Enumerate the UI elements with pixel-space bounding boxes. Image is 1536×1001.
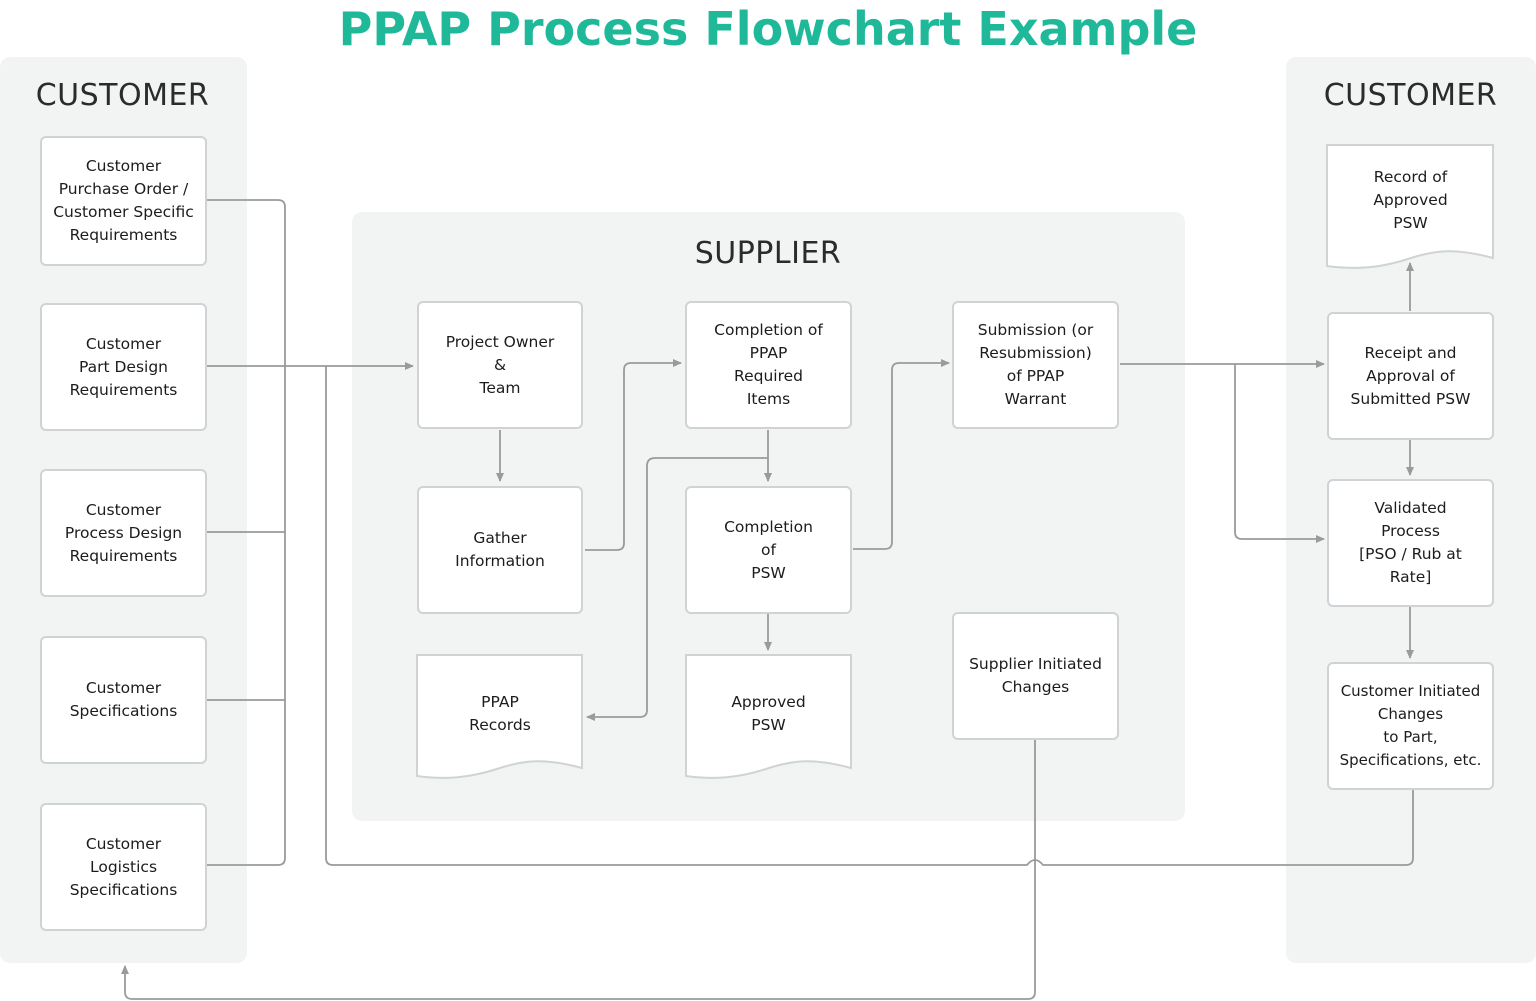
submission-warrant-box: Submission (or Resubmission) of PPAP War… — [952, 301, 1119, 429]
customer-specifications-box: Customer Specifications — [40, 636, 207, 764]
customer-initiated-changes-box: Customer Initiated Changes to Part, Spec… — [1327, 662, 1494, 790]
approved-psw-label: Approved PSW — [731, 693, 806, 734]
supplier-initiated-changes-box: Supplier Initiated Changes — [952, 612, 1119, 740]
connector-submission-to-validated — [1234, 364, 1325, 543]
page-title: PPAP Process Flowchart Example — [338, 2, 1198, 56]
customer-process-design-box: Customer Process Design Requirements — [40, 469, 207, 597]
supplier-lane-title: SUPPLIER — [694, 236, 842, 271]
connector-gather-to-completion-items — [585, 359, 682, 551]
gather-information-box: Gather Information — [417, 486, 583, 614]
project-owner-team-box: Project Owner & Team — [417, 301, 583, 429]
connector-supplier-changes-loop — [121, 740, 1036, 1000]
customer-logistics-box: Customer Logistics Specifications — [40, 803, 207, 931]
right-customer-lane-title: CUSTOMER — [1323, 78, 1498, 113]
ppap-records-shape — [416, 654, 583, 779]
record-approved-psw-shape — [1326, 144, 1494, 269]
receipt-approval-box: Receipt and Approval of Submitted PSW — [1327, 312, 1494, 440]
customer-purchase-order-box: Customer Purchase Order / Customer Speci… — [40, 136, 207, 266]
ppap-records-label: PPAP Records — [469, 693, 531, 734]
connector-items-to-records — [586, 457, 768, 721]
connector-psw-to-submission — [853, 359, 950, 550]
ppap-records-document: PPAP Records — [417, 655, 583, 775]
record-approved-psw-label: Record of Approved PSW — [1373, 168, 1448, 232]
left-customer-lane-title: CUSTOMER — [35, 78, 210, 113]
customer-part-design-box: Customer Part Design Requirements — [40, 303, 207, 431]
approved-psw-document: Approved PSW — [685, 655, 852, 775]
completion-psw-box: Completion of PSW — [685, 486, 852, 614]
approved-psw-shape — [685, 654, 852, 779]
completion-ppap-items-box: Completion of PPAP Required Items — [685, 301, 852, 429]
validated-process-box: Validated Process [PSO / Rub at Rate] — [1327, 479, 1494, 607]
record-approved-psw-document: Record of Approved PSW — [1327, 145, 1494, 265]
connector-customer-changes-loop — [325, 366, 1414, 866]
